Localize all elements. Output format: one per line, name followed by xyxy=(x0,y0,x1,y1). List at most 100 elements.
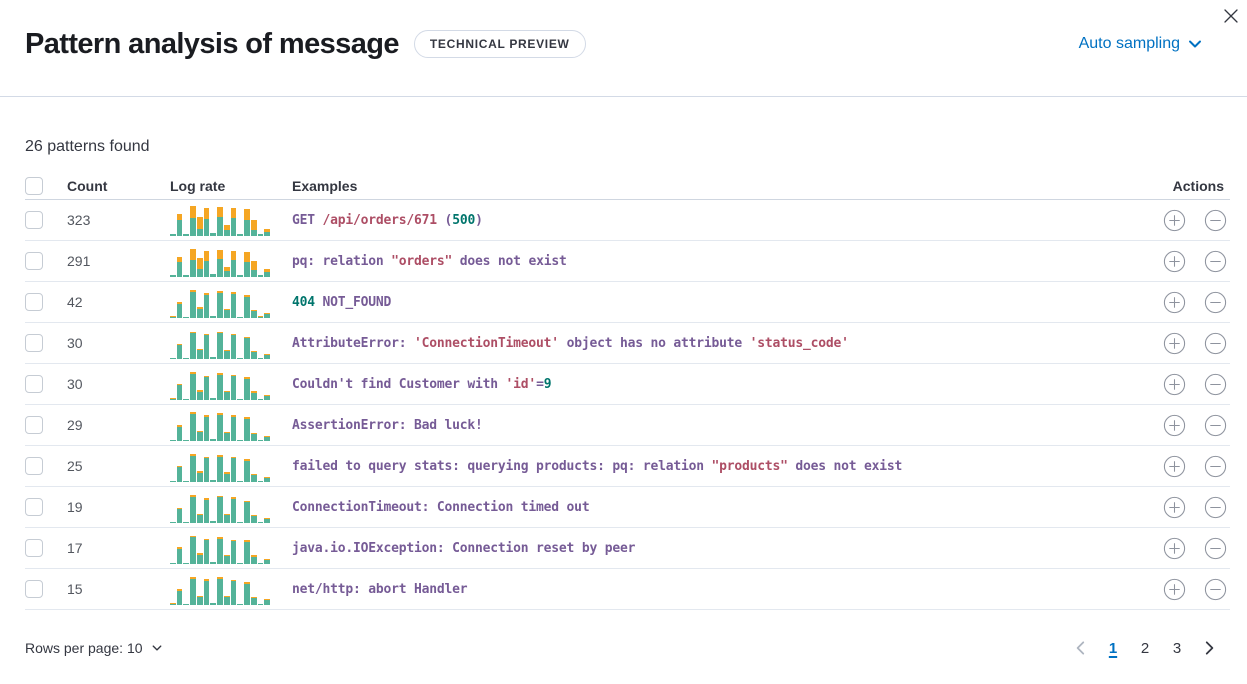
log-rate-sparkline xyxy=(170,245,271,277)
example-text: ConnectionTimeout: Connection timed out xyxy=(292,499,590,515)
row-checkbox[interactable] xyxy=(25,293,43,311)
filter-out-pattern-button[interactable] xyxy=(1202,453,1228,479)
technical-preview-badge: TECHNICAL PREVIEW xyxy=(413,30,586,58)
example-text: AssertionError: Bad luck! xyxy=(292,417,483,433)
minus-in-circle-icon xyxy=(1204,496,1226,518)
filter-out-pattern-button[interactable] xyxy=(1202,494,1228,520)
count-value: 323 xyxy=(67,212,91,228)
plus-in-circle-icon xyxy=(1163,250,1185,272)
filter-out-pattern-button[interactable] xyxy=(1202,330,1228,356)
flyout-content: 26 patterns found Count Log rate Example… xyxy=(0,138,1247,661)
plus-in-circle-icon xyxy=(1163,291,1185,313)
sampling-dropdown[interactable]: Auto sampling xyxy=(1079,35,1203,53)
plus-in-circle-icon xyxy=(1163,373,1185,395)
count-value: 42 xyxy=(67,294,83,310)
row-actions xyxy=(1118,207,1230,233)
chevron-down-icon xyxy=(1189,40,1201,48)
column-header-log-rate: Log rate xyxy=(170,177,226,194)
row-actions xyxy=(1118,576,1230,602)
example-text: net/http: abort Handler xyxy=(292,581,468,597)
rows-per-page-dropdown[interactable]: Rows per page: 10 xyxy=(25,640,163,656)
next-page-button[interactable] xyxy=(1196,635,1222,661)
filter-out-pattern-button[interactable] xyxy=(1202,248,1228,274)
rows-per-page-label: Rows per page: 10 xyxy=(25,640,143,656)
chevron-left-icon xyxy=(1076,641,1085,655)
column-header-count: Count xyxy=(67,177,108,194)
filter-in-pattern-button[interactable] xyxy=(1161,412,1187,438)
row-checkbox[interactable] xyxy=(25,334,43,352)
row-checkbox[interactable] xyxy=(25,211,43,229)
count-value: 29 xyxy=(67,417,83,433)
filter-in-pattern-button[interactable] xyxy=(1161,248,1187,274)
log-rate-sparkline xyxy=(170,204,271,236)
count-value: 25 xyxy=(67,458,83,474)
row-checkbox[interactable] xyxy=(25,539,43,557)
row-actions xyxy=(1118,412,1230,438)
row-checkbox[interactable] xyxy=(25,375,43,393)
filter-in-pattern-button[interactable] xyxy=(1161,453,1187,479)
log-rate-sparkline xyxy=(170,450,271,482)
log-rate-sparkline xyxy=(170,409,271,441)
plus-in-circle-icon xyxy=(1163,332,1185,354)
filter-out-pattern-button[interactable] xyxy=(1202,207,1228,233)
row-checkbox[interactable] xyxy=(25,498,43,516)
minus-in-circle-icon xyxy=(1204,578,1226,600)
minus-in-circle-icon xyxy=(1204,373,1226,395)
log-rate-sparkline xyxy=(170,573,271,605)
log-rate-sparkline xyxy=(170,286,271,318)
close-icon xyxy=(1224,9,1238,23)
minus-in-circle-icon xyxy=(1204,291,1226,313)
plus-in-circle-icon xyxy=(1163,578,1185,600)
row-checkbox[interactable] xyxy=(25,457,43,475)
filter-out-pattern-button[interactable] xyxy=(1202,535,1228,561)
row-actions xyxy=(1118,494,1230,520)
filter-out-pattern-button[interactable] xyxy=(1202,576,1228,602)
row-actions xyxy=(1118,371,1230,397)
filter-in-pattern-button[interactable] xyxy=(1161,289,1187,315)
page-number-button[interactable]: 3 xyxy=(1164,635,1190,661)
close-button[interactable] xyxy=(1219,4,1243,28)
example-text: AttributeError: 'ConnectionTimeout' obje… xyxy=(292,335,849,351)
minus-in-circle-icon xyxy=(1204,414,1226,436)
minus-in-circle-icon xyxy=(1204,250,1226,272)
filter-out-pattern-button[interactable] xyxy=(1202,412,1228,438)
log-rate-sparkline xyxy=(170,368,271,400)
row-checkbox[interactable] xyxy=(25,416,43,434)
column-header-actions: Actions xyxy=(1172,177,1224,194)
previous-page-button[interactable] xyxy=(1068,635,1094,661)
log-rate-sparkline xyxy=(170,532,271,564)
minus-in-circle-icon xyxy=(1204,537,1226,559)
filter-in-pattern-button[interactable] xyxy=(1161,576,1187,602)
filter-in-pattern-button[interactable] xyxy=(1161,494,1187,520)
row-actions xyxy=(1118,453,1230,479)
minus-in-circle-icon xyxy=(1204,332,1226,354)
filter-in-pattern-button[interactable] xyxy=(1161,330,1187,356)
row-checkbox[interactable] xyxy=(25,252,43,270)
row-checkbox[interactable] xyxy=(25,580,43,598)
count-value: 17 xyxy=(67,540,83,556)
filter-in-pattern-button[interactable] xyxy=(1161,207,1187,233)
sampling-label: Auto sampling xyxy=(1078,35,1180,52)
filter-out-pattern-button[interactable] xyxy=(1202,371,1228,397)
select-all-checkbox[interactable] xyxy=(25,176,43,195)
table-header-row: Count Log rate Examples Actions xyxy=(25,172,1230,200)
filter-in-pattern-button[interactable] xyxy=(1161,371,1187,397)
patterns-found-summary: 26 patterns found xyxy=(25,138,150,155)
filter-out-pattern-button[interactable] xyxy=(1202,289,1228,315)
plus-in-circle-icon xyxy=(1163,496,1185,518)
plus-in-circle-icon xyxy=(1163,455,1185,477)
minus-in-circle-icon xyxy=(1204,209,1226,231)
page-number-button[interactable]: 2 xyxy=(1132,635,1158,661)
row-actions xyxy=(1118,289,1230,315)
filter-in-pattern-button[interactable] xyxy=(1161,535,1187,561)
flyout-header: Pattern analysis of message TECHNICAL PR… xyxy=(0,0,1247,97)
page-number-button[interactable]: 1 xyxy=(1100,635,1126,661)
log-rate-sparkline xyxy=(170,327,271,359)
row-actions xyxy=(1118,535,1230,561)
